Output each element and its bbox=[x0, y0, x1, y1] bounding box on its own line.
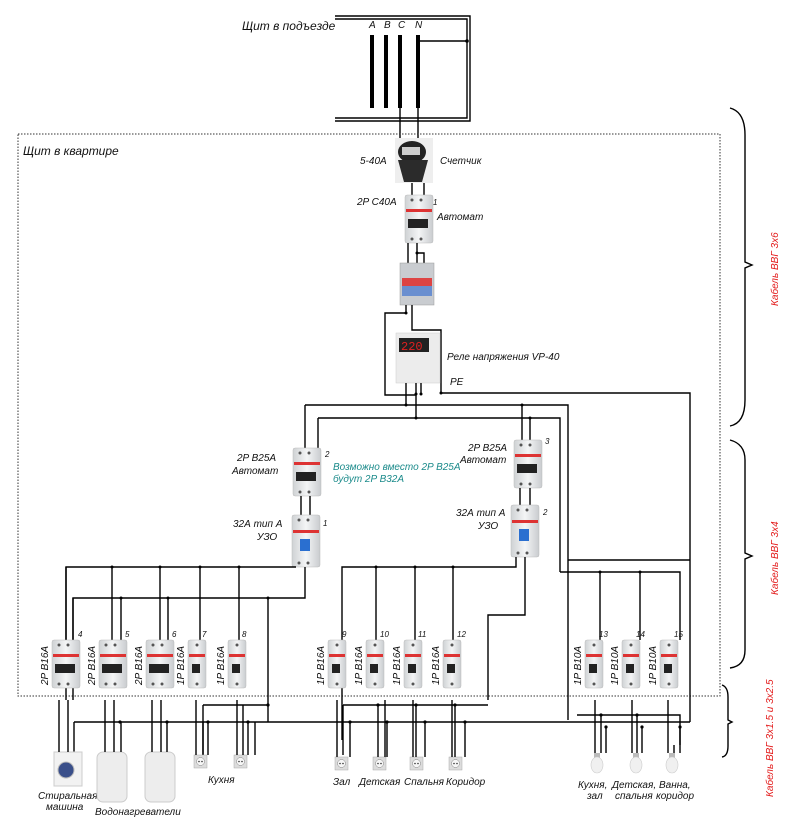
washing-machine-label-2: машина bbox=[46, 802, 84, 813]
meter-rating: 5-40A bbox=[360, 156, 387, 167]
main-breaker-label: Автомат bbox=[436, 212, 483, 223]
group-breaker-2: 2P B25A Автомат 2 bbox=[231, 447, 330, 497]
breaker-8: 1P B16A 8 bbox=[216, 630, 247, 689]
lights: Кухня, зал Детская, спальня Ванна, корид… bbox=[578, 752, 694, 802]
breaker-number: 14 bbox=[636, 630, 645, 639]
breaker-rating: 1P B10A bbox=[648, 646, 659, 685]
breaker-rating: 2P B16A bbox=[134, 646, 145, 686]
breaker-6: 2P B16A 6 bbox=[134, 630, 177, 689]
rcd-1-number: 1 bbox=[323, 519, 327, 528]
entrance-panel: Щит в подъезде A B C N bbox=[242, 15, 471, 145]
group-breaker-2-label: Автомат bbox=[231, 466, 278, 477]
breaker-5: 2P B16A 5 bbox=[87, 630, 130, 689]
main-breaker-number: 1 bbox=[433, 198, 437, 207]
breaker-number: 12 bbox=[457, 630, 466, 639]
breaker-rating: 2P B16A bbox=[40, 646, 51, 686]
washing-machine: Стиральная машина bbox=[38, 751, 98, 813]
cable-braces: Кабель ВВГ 3х6 Кабель ВВГ 3х4 Кабель ВВГ… bbox=[721, 107, 781, 797]
breaker-number: 4 bbox=[78, 630, 83, 639]
relay-display: 220 bbox=[401, 340, 423, 354]
socket-label-bedroom: Спальня bbox=[404, 777, 445, 788]
rcd-2: 32А тип А УЗО 2 bbox=[456, 504, 548, 558]
breaker-number: 9 bbox=[342, 630, 347, 639]
phase-a-label: A bbox=[368, 20, 376, 31]
kitchen-sockets: Кухня bbox=[193, 754, 248, 786]
rcd-1: 32А тип А УЗО 1 bbox=[233, 514, 327, 568]
rcd-2-number: 2 bbox=[542, 508, 548, 517]
group-breaker-2-rating: 2P B25A bbox=[236, 453, 276, 464]
entrance-panel-title: Щит в подъезде bbox=[242, 19, 336, 33]
breaker-rating: 1P B10A bbox=[610, 646, 621, 685]
kitchen-label: Кухня bbox=[208, 775, 235, 786]
main-breaker: 2P C40A 1 Автомат bbox=[356, 194, 483, 244]
breaker-rating: 1P B16A bbox=[176, 646, 187, 685]
water-heaters-label: Водонагреватели bbox=[95, 807, 181, 818]
cable-label-3x4: Кабель ВВГ 3х4 bbox=[769, 521, 781, 595]
phase-c-label: C bbox=[398, 20, 406, 31]
main-breaker-rating: 2P C40A bbox=[356, 197, 397, 208]
breaker-4: 2P B16A 4 bbox=[40, 630, 83, 689]
pe-label: PE bbox=[450, 377, 464, 388]
light-3-label-1: Ванна, bbox=[659, 780, 691, 791]
group-breaker-3-label: Автомат bbox=[459, 455, 506, 466]
light-1-label-2: зал bbox=[586, 791, 603, 802]
washing-machine-label-1: Стиральная bbox=[38, 791, 98, 802]
socket-label-hall: Зал bbox=[333, 777, 351, 788]
breaker-rating: 1P B16A bbox=[392, 646, 403, 685]
cable-label-3x6: Кабель ВВГ 3х6 bbox=[769, 232, 781, 306]
breaker-9: 1P B16A 9 bbox=[316, 630, 347, 689]
rcd-2-label: УЗО bbox=[477, 521, 498, 532]
apartment-panel-title: Щит в квартире bbox=[23, 144, 119, 158]
group-breaker-3: 2P B25A Автомат 3 bbox=[459, 437, 550, 489]
phase-n-label: N bbox=[415, 20, 423, 31]
phase-b-label: B bbox=[384, 20, 391, 31]
breaker-rating: 1P B10A bbox=[573, 646, 584, 685]
breaker-rating: 1P B16A bbox=[216, 646, 227, 685]
voltage-relay: 220 Реле напряжения VP-40 bbox=[395, 332, 560, 384]
breaker-10: 1P B16A 10 bbox=[354, 630, 389, 689]
rcd-1-label: УЗО bbox=[256, 532, 277, 543]
apartment-panel-border bbox=[17, 133, 721, 697]
breaker-11: 1P B16A 11 bbox=[392, 630, 426, 689]
relay-label: Реле напряжения VP-40 bbox=[447, 352, 560, 363]
note-line2: будут 2P B32A bbox=[333, 473, 404, 485]
breaker-12: 1P B16A 12 bbox=[431, 630, 466, 689]
group-breaker-2-number: 2 bbox=[324, 450, 330, 459]
breaker-number: 11 bbox=[418, 630, 426, 639]
breaker-number: 15 bbox=[674, 630, 683, 639]
light-2-label-1: Детская, bbox=[611, 780, 656, 791]
breaker-number: 13 bbox=[599, 630, 608, 639]
breaker-13: 1P B10A 13 bbox=[573, 630, 608, 689]
room-sockets: Зал Детская Спальня Коридор bbox=[333, 756, 486, 788]
meter: 5-40A Счетчик bbox=[360, 138, 483, 183]
rcd-2-rating: 32А тип А bbox=[456, 508, 506, 519]
cable-label-3x1.5: Кабель ВВГ 3х1.5 и 3х2.5 bbox=[764, 679, 776, 797]
meter-label: Счетчик bbox=[440, 156, 483, 167]
surge-device bbox=[399, 262, 435, 306]
breaker-number: 7 bbox=[202, 630, 207, 639]
note-line1: Возможно вместо 2P B25A bbox=[333, 462, 461, 473]
breaker-row: 2P B16A 4 2P B16A 5 2P B16A 6 1P B16A 7 1P B16A 8… bbox=[40, 630, 683, 689]
light-1-label-1: Кухня, bbox=[578, 780, 607, 791]
breaker-number: 5 bbox=[125, 630, 130, 639]
light-2-label-2: спальня bbox=[615, 791, 653, 802]
group-breaker-3-rating: 2P B25A bbox=[467, 443, 507, 454]
socket-label-kids: Детская bbox=[358, 777, 401, 788]
breaker-number: 6 bbox=[172, 630, 177, 639]
light-3-label-2: коридор bbox=[656, 791, 694, 802]
breaker-14: 1P B10A 14 bbox=[610, 630, 645, 689]
water-heaters: Водонагреватели bbox=[95, 751, 181, 818]
rcd-1-rating: 32А тип А bbox=[233, 519, 283, 530]
breaker-rating: 1P B16A bbox=[316, 646, 327, 685]
breaker-rating: 1P B16A bbox=[354, 646, 365, 685]
breaker-rating: 1P B16A bbox=[431, 646, 442, 685]
breaker-number: 10 bbox=[380, 630, 389, 639]
breaker-7: 1P B16A 7 bbox=[176, 630, 207, 689]
group-breaker-3-number: 3 bbox=[545, 437, 550, 446]
breaker-rating: 2P B16A bbox=[87, 646, 98, 686]
breaker-15: 1P B10A 15 bbox=[648, 630, 683, 689]
breaker-number: 8 bbox=[242, 630, 247, 639]
socket-label-corridor: Коридор bbox=[446, 777, 486, 788]
